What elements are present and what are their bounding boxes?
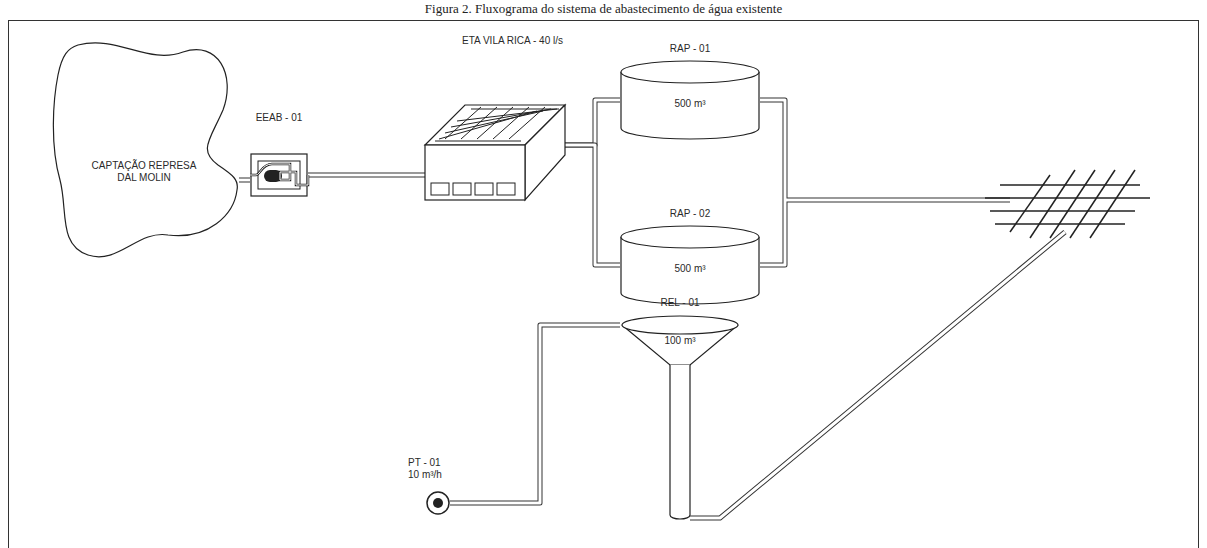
tank-label: RAP - 01: [620, 43, 760, 55]
pipe-connector: [565, 100, 620, 145]
reservoir-outline-shape: [48, 40, 239, 270]
pipe-connector: [308, 175, 425, 176]
treatment-plant: ETA VILA RICA - 40 l/s: [425, 35, 565, 200]
well-label: PT - 01: [408, 457, 468, 469]
pipe-connector: [239, 180, 250, 181]
pipe-to-network: [690, 100, 1065, 518]
pump-station: EEAB - 01: [250, 150, 308, 198]
well-shape: [426, 491, 450, 515]
tank-volume: 100 m³: [640, 335, 720, 347]
distribution-network: [985, 170, 1150, 238]
tank-volume: 500 m³: [620, 98, 760, 110]
tank-volume: 500 m³: [620, 263, 760, 275]
well-flow: 10 m³/h: [408, 469, 468, 481]
well: PT - 0110 m³/h: [426, 491, 450, 515]
storage-tank: RAP - 01500 m³: [620, 60, 760, 140]
pipe-connector: [565, 145, 620, 265]
reservoir-outline: CAPTAÇÃO REPRESA DAL MOLIN: [48, 40, 239, 270]
storage-tank: RAP - 02500 m³: [620, 225, 760, 305]
plant-label: ETA VILA RICA - 40 l/s: [445, 35, 580, 47]
pipe-connector: [450, 325, 620, 503]
tank-label: REL - 01: [620, 297, 740, 309]
treatment-plant-shape: [425, 35, 565, 200]
figure-frame: [9, 21, 1199, 548]
tank-label: RAP - 02: [620, 208, 760, 220]
figure-title: Figura 2. Fluxograma do sistema de abast…: [0, 1, 1207, 16]
elevated-tank: REL - 01100 m³: [620, 315, 740, 520]
pump-station-shape: [250, 150, 308, 198]
intake-label: CAPTAÇÃO REPRESA DAL MOLIN: [90, 160, 198, 184]
station-label: EEAB - 01: [244, 112, 314, 124]
